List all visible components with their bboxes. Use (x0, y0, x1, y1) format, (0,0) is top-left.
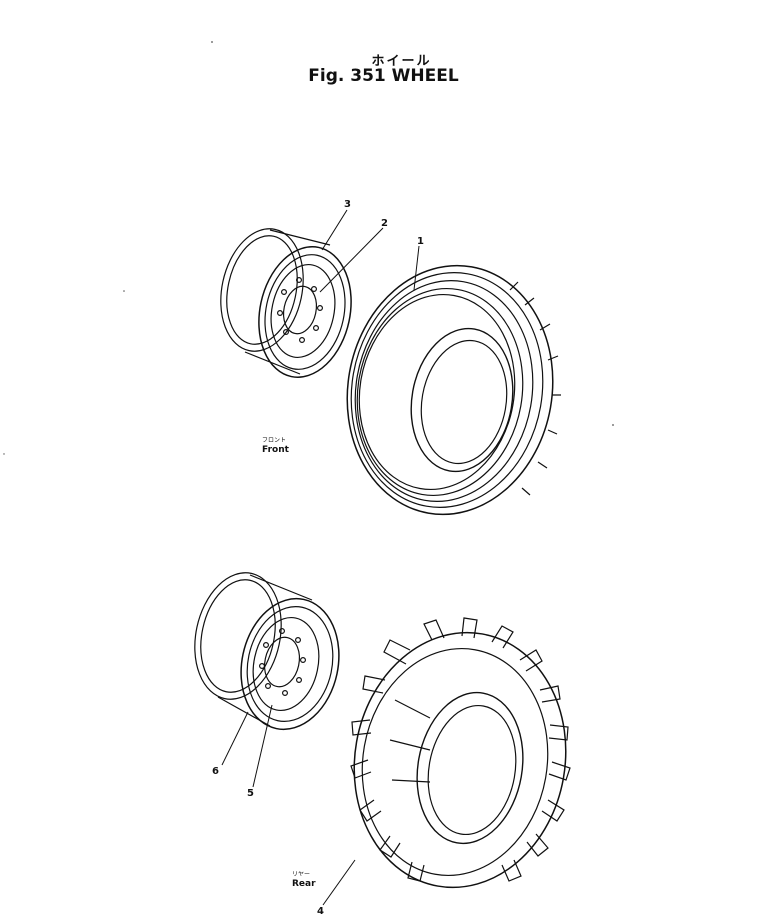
callout-1: 1 (417, 236, 424, 247)
front-label-japanese: フロント (262, 437, 286, 444)
callout-4: 4 (317, 906, 324, 915)
callout-5: 5 (247, 788, 254, 799)
callout-3: 3 (344, 199, 351, 210)
front-label: Front (262, 445, 290, 455)
front-rim (220, 228, 352, 378)
figure-title: Fig. 351 WHEEL (308, 66, 459, 86)
callout-2: 2 (381, 218, 388, 229)
rear-rim (194, 572, 340, 731)
scan-specks (3, 41, 614, 455)
figure-title-japanese: ホイール (371, 54, 432, 69)
front-rim-disc (277, 277, 324, 344)
rear-tire (350, 617, 571, 889)
rear-rim-disc (259, 627, 307, 696)
leader-lines (221, 209, 420, 906)
rear-label: Rear (292, 879, 316, 889)
front-tire (346, 264, 561, 516)
callout-6: 6 (212, 766, 219, 777)
rear-label-japanese: リヤー (292, 871, 310, 878)
